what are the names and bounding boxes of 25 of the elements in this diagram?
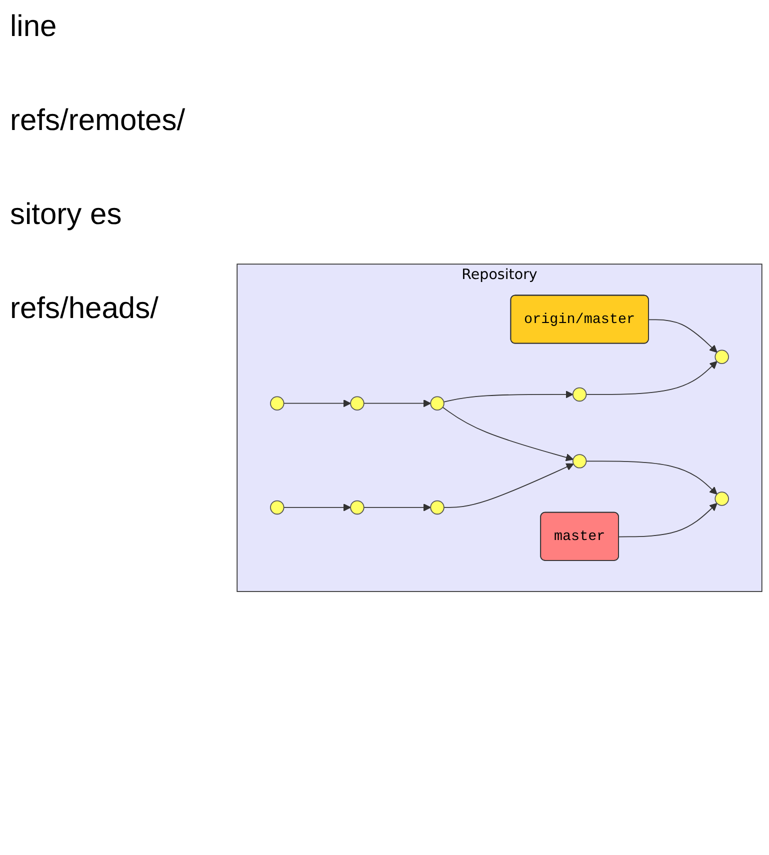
node-circle [572,387,587,402]
arrow [363,399,431,407]
arrow [283,399,351,407]
arrow [363,503,431,512]
side-label: sitory es [10,198,123,232]
node-circle [714,349,729,364]
node-circle [350,396,364,410]
node-circle [350,500,364,514]
side-label: refs/heads/ [10,292,160,326]
node-circle [270,500,284,514]
arrow [586,460,718,494]
arrow [586,360,718,395]
arrow [444,462,574,508]
arrow [618,502,718,537]
node-circle [430,500,444,514]
arrow [443,390,574,402]
node-circle [714,491,729,506]
arrow [648,318,718,352]
node-circle [270,396,284,410]
node-circle [430,396,444,410]
node-circle [572,454,587,468]
arrow [442,406,574,461]
arrow [283,503,351,512]
side-label: refs/remotes/ [10,104,186,138]
side-label: line [10,10,58,44]
